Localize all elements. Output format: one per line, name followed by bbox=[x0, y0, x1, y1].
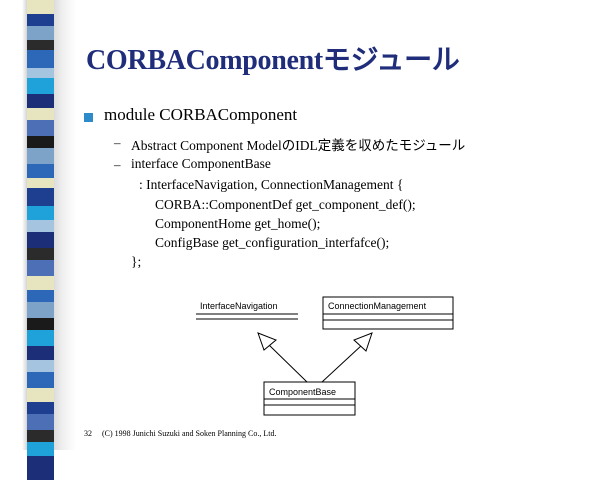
class-connection-management-label: ConnectionManagement bbox=[328, 301, 427, 311]
code-line-closing: }; bbox=[131, 254, 142, 269]
class-component-base-label: ComponentBase bbox=[269, 387, 336, 397]
code-line-get-component-def: CORBA::ComponentDef get_component_def(); bbox=[155, 197, 416, 212]
class-connection-management: ConnectionManagement bbox=[322, 296, 454, 330]
decorative-stripe-column bbox=[27, 0, 54, 480]
page-number: 32 bbox=[84, 429, 92, 438]
code-line-inheritance: : InterfaceNavigation, ConnectionManagem… bbox=[139, 177, 404, 192]
class-interface-navigation-label: InterfaceNavigation bbox=[200, 301, 278, 311]
code-line-get-configuration: ConfigBase get_configuration_interfafce(… bbox=[155, 235, 390, 250]
sub-item-abstract-model: Abstract Component ModelのIDL定義を収めたモジュール bbox=[131, 138, 466, 153]
copyright-text: (C) 1998 Junichi Suzuki and Soken Planni… bbox=[102, 429, 277, 438]
class-component-base: ComponentBase bbox=[263, 381, 356, 416]
bullet-square-icon bbox=[84, 113, 93, 122]
uml-class-diagram: InterfaceNavigation ConnectionManagement… bbox=[196, 296, 454, 416]
bullet-text-module: module CORBAComponent bbox=[104, 105, 298, 124]
dash-marker: – bbox=[114, 135, 121, 150]
slide-footer: 32 (C) 1998 Junichi Suzuki and Soken Pla… bbox=[84, 429, 276, 438]
slide-title: CORBAComponentモジュール bbox=[86, 45, 460, 76]
sub-item-interface-componentbase: interface ComponentBase bbox=[131, 156, 271, 171]
inheritance-arrow-connection-management bbox=[321, 332, 373, 383]
code-line-get-home: ComponentHome get_home(); bbox=[155, 216, 321, 231]
dash-marker: – bbox=[114, 157, 121, 172]
inheritance-arrow-interface-navigation bbox=[257, 332, 308, 383]
